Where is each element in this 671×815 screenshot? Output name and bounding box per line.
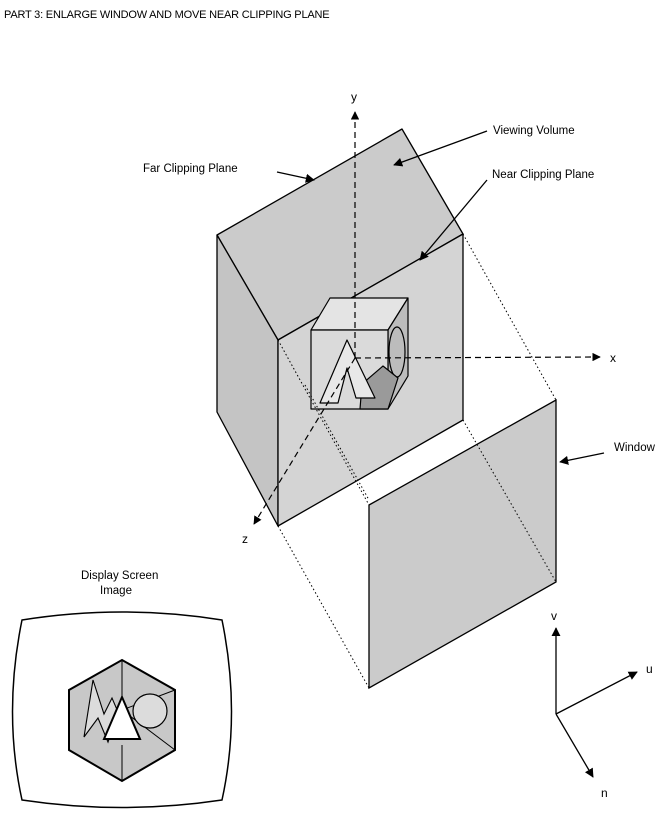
display-screen-label-line2: Image [100,585,132,597]
axis-label-u: u [646,662,653,676]
axis-label-v: v [551,609,557,623]
near-clipping-plane-label: Near Clipping Plane [492,169,594,181]
window-label: Window [614,442,656,454]
axis-label-z: z [242,532,248,546]
viewing-volume-label: Viewing Volume [493,125,575,137]
display-screen-label-line1: Display Screen [81,570,158,582]
scene-object [310,297,409,410]
label-arrows [276,130,605,465]
screen-circle [132,693,168,729]
display-screen [11,611,233,809]
axis-label-y: y [351,90,357,104]
screen-triangle [102,694,142,740]
world-axes [253,111,601,525]
far-clipping-plane-label: Far Clipping Plane [143,163,238,175]
projection-lines [277,233,557,689]
axis-label-x: x [610,351,616,365]
window-plane [368,398,557,690]
page-title: PART 3: ENLARGE WINDOW AND MOVE NEAR CLI… [4,9,330,21]
axis-label-n: n [601,786,608,800]
uvn-axes [551,627,638,778]
triangle-shape [319,339,376,404]
